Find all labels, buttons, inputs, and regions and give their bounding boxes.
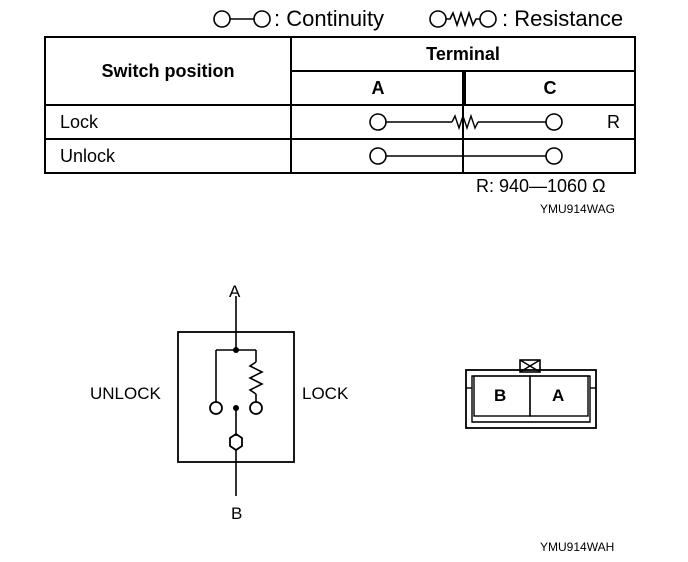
lock-label: LOCK (302, 384, 349, 403)
continuity-link-icon (369, 147, 563, 165)
switch-position-header: Switch position (44, 36, 292, 106)
legend-resistance-label: : Resistance (502, 6, 624, 31)
row-label-unlock: Unlock (44, 138, 292, 174)
figure-code-top: YMU914WAG (540, 202, 615, 216)
terminal-a-label: A (229, 282, 241, 301)
resistance-note: R (607, 112, 620, 132)
terminal-c-header: C (464, 70, 636, 106)
switch-schematic (177, 296, 295, 496)
unlock-label: UNLOCK (90, 384, 161, 403)
terminal-b-label: B (231, 504, 243, 523)
terminal-a-header: A (290, 70, 466, 106)
resistance-link-icon (369, 113, 563, 131)
terminal-header: Terminal (290, 36, 636, 72)
table-row: Unlock (44, 138, 636, 174)
connector-pin-b: B (494, 386, 507, 405)
figure-code-bottom: YMU914WAH (540, 540, 615, 554)
resistance-range: R: 940—1060 Ω (476, 176, 606, 196)
resistance-symbol-icon (429, 10, 497, 28)
connector-diagram (465, 359, 597, 429)
continuity-table: Switch position Terminal A C Lock R Unlo… (44, 36, 636, 174)
terminal-divider (462, 72, 464, 174)
legend-continuity-label: : Continuity (274, 6, 385, 31)
connector-pin-a: A (552, 386, 565, 405)
legend: : Continuity : Resistance (212, 4, 672, 32)
continuity-symbol-icon (213, 10, 271, 28)
table-row: Lock R (44, 104, 636, 140)
row-label-lock: Lock (44, 104, 292, 140)
